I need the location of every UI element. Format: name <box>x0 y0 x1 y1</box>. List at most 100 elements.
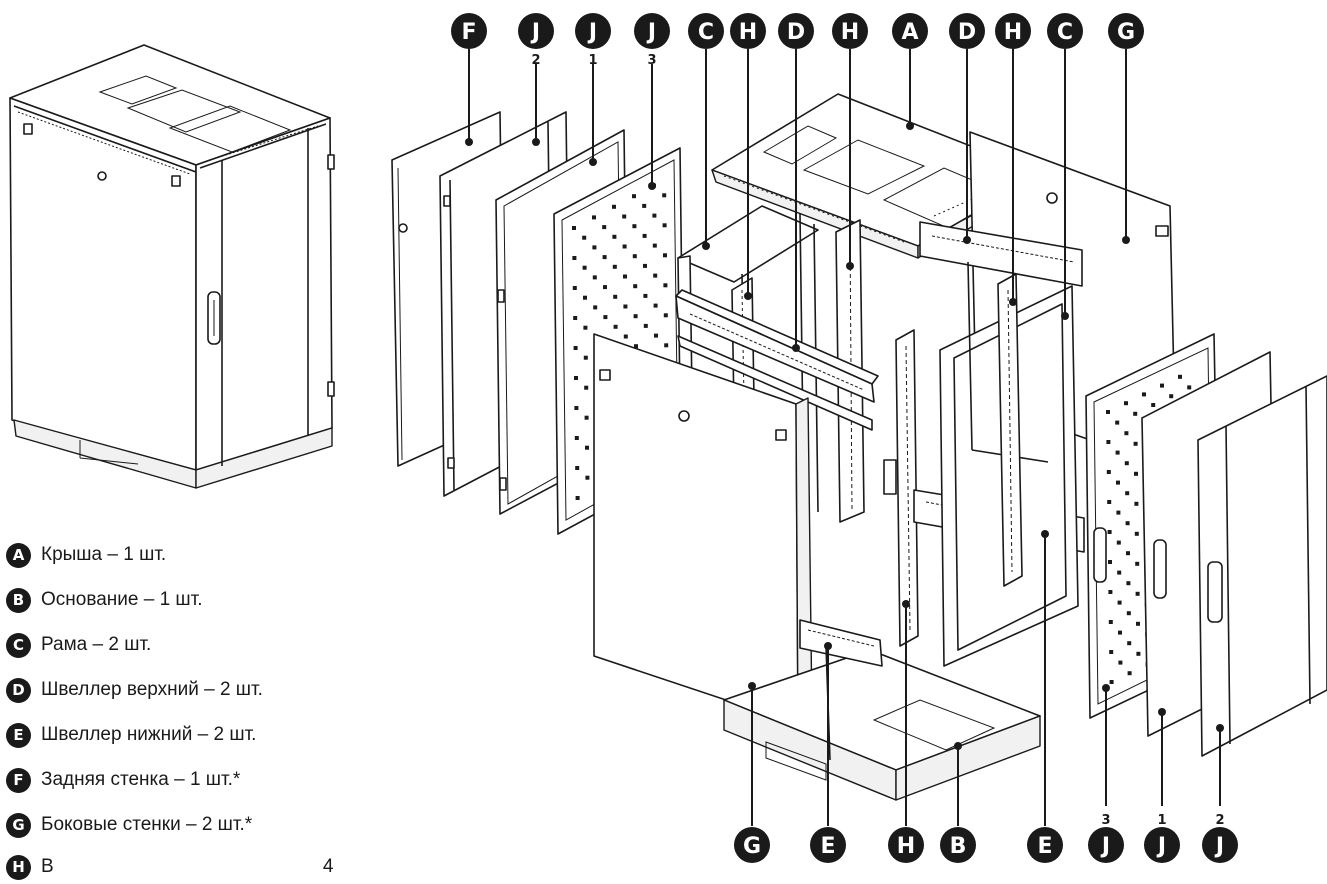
perforation-hole <box>592 275 597 280</box>
legend-badge-a: A <box>6 542 31 568</box>
legend-badge-f: F <box>6 767 31 793</box>
perforation-hole <box>1115 450 1120 455</box>
perforation-hole <box>623 304 628 309</box>
svg-text:2: 2 <box>531 53 540 68</box>
perforation-hole <box>1169 394 1174 399</box>
svg-text:E: E <box>820 834 835 859</box>
door-j2-right <box>1197 375 1327 757</box>
perforation-hole <box>622 214 627 219</box>
perforation-hole <box>1126 581 1131 586</box>
perforation-hole <box>643 263 647 268</box>
svg-text:1: 1 <box>588 53 597 68</box>
svg-text:B: B <box>950 834 967 859</box>
legend-item-d: D Швеллер верхний – 2 шт. <box>6 673 263 707</box>
perforation-hole <box>643 323 648 328</box>
legend-item-c: C Рама – 2 шт. <box>6 628 151 662</box>
perforation-hole <box>613 324 618 329</box>
perforation-hole <box>642 233 647 238</box>
perforation-hole <box>592 245 597 250</box>
perforation-hole <box>663 313 668 318</box>
perforation-hole <box>1133 411 1138 416</box>
callout-a-top: A <box>892 13 928 49</box>
perforation-hole <box>1136 621 1140 626</box>
perforation-hole <box>653 273 658 278</box>
legend-text-h: В 4 <box>41 856 334 877</box>
perforation-hole <box>1116 510 1121 515</box>
side-panel-g-left <box>593 333 813 725</box>
perforation-hole <box>572 256 577 260</box>
callout-h-top-3: H <box>995 13 1031 49</box>
perforation-hole <box>634 344 638 349</box>
perforation-hole <box>592 215 596 220</box>
perforation-hole <box>1116 480 1120 485</box>
perforation-hole <box>1125 521 1130 526</box>
perforation-hole <box>582 265 587 270</box>
perforation-hole <box>1106 410 1110 414</box>
perforation-hole <box>633 314 638 319</box>
svg-text:J: J <box>646 20 656 45</box>
legend-badge-b: B <box>6 587 31 613</box>
svg-text:H: H <box>1004 20 1022 45</box>
perforation-hole <box>583 355 588 360</box>
callout-j3-bottom: 3 J <box>1088 813 1124 863</box>
legend-item-a: A Крыша – 1 шт. <box>6 538 166 572</box>
perforation-hole <box>603 285 607 290</box>
callout-h-top-1: H <box>730 13 766 49</box>
rail-h-front-center <box>883 329 919 647</box>
perforation-hole <box>1126 611 1131 616</box>
legend-item-g: G Боковые стенки – 2 шт.* <box>6 808 252 842</box>
svg-text:G: G <box>1117 20 1135 45</box>
perforation-hole <box>612 234 617 239</box>
perforation-hole <box>1135 561 1140 566</box>
perforation-hole <box>572 286 577 290</box>
perforation-hole <box>585 475 590 480</box>
svg-text:J: J <box>1100 834 1110 859</box>
perforation-hole <box>1108 620 1113 624</box>
callout-d-top-2: D <box>949 13 985 49</box>
upper-channel-d-left <box>675 289 879 431</box>
leader-lines-top <box>465 49 1130 352</box>
perforation-hole <box>1107 530 1112 534</box>
legend-badge-h: H <box>6 854 31 880</box>
perforation-hole <box>1135 591 1140 596</box>
perforation-hole <box>1127 671 1132 676</box>
perforation-hole <box>603 315 608 320</box>
perforation-hole <box>1134 471 1138 476</box>
perforation-hole <box>1107 500 1112 504</box>
svg-text:J: J <box>530 20 540 45</box>
perforation-hole <box>584 415 589 420</box>
perforation-hole <box>574 376 578 380</box>
callout-b-bottom: B <box>940 827 976 863</box>
assembled-cabinet-illustration <box>9 44 335 489</box>
legend-text-a: Крыша – 1 шт. <box>41 544 167 565</box>
svg-text:C: C <box>1057 20 1073 45</box>
svg-text:A: A <box>901 20 918 45</box>
perforation-hole <box>623 274 627 279</box>
perforation-hole <box>652 213 657 218</box>
svg-text:C: C <box>698 20 714 45</box>
callout-j2-bottom: 2 J <box>1202 813 1238 863</box>
svg-text:F: F <box>461 20 476 45</box>
upper-channel-d-right <box>919 221 1083 287</box>
callout-c-top-1: C <box>688 13 724 49</box>
perforation-hole <box>583 325 588 330</box>
svg-text:D: D <box>787 20 805 45</box>
perforation-hole <box>1134 501 1139 506</box>
perforation-hole <box>623 334 628 339</box>
svg-text:E: E <box>1037 834 1052 859</box>
callout-j2-top: J 2 <box>518 13 554 68</box>
exploded-cabinet-diagram: F J 2 J 1 J 3 C H D H A D H <box>9 13 1327 863</box>
perforation-hole <box>1124 401 1128 406</box>
legend-text-c: Рама – 2 шт. <box>41 634 152 655</box>
perforation-hole <box>1142 392 1146 397</box>
perforation-hole <box>1134 531 1139 536</box>
perforation-hole <box>1178 374 1182 379</box>
legend-item-h: H В 4 <box>6 850 333 884</box>
perforation-hole <box>573 316 578 320</box>
perforation-hole <box>612 204 616 209</box>
base-b <box>723 649 1041 801</box>
perforation-hole <box>622 244 627 249</box>
perforation-hole <box>612 264 617 269</box>
perforation-hole <box>663 283 668 288</box>
perforation-hole <box>575 496 580 500</box>
